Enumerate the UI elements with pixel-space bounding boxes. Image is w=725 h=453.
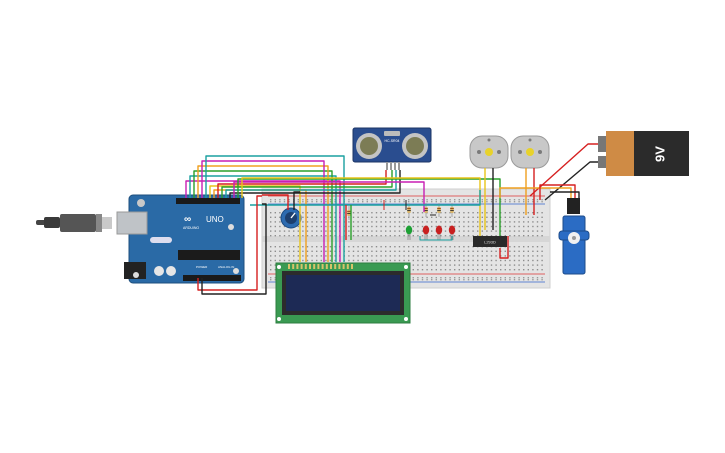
wire (201, 160, 325, 262)
motor-driver-ic[interactable]: L293D (473, 236, 507, 247)
arduino-maker: ARDUINO (183, 226, 199, 230)
dc-motor-icon[interactable] (510, 135, 550, 169)
breadboard-holes (270, 199, 543, 281)
wire (419, 236, 453, 241)
battery-label: 9V (652, 146, 667, 162)
wire (237, 178, 501, 236)
lcd-pin-header (288, 264, 353, 269)
lcd-display[interactable] (275, 262, 411, 324)
arduino-power-label: POWER (196, 265, 208, 269)
dc-motor-icon[interactable] (469, 135, 509, 169)
arduino-uno-board[interactable]: ∞ UNO ARDUINO POWER ANALOG IN (116, 194, 245, 284)
resistor-icon (347, 206, 351, 220)
resistor-group (347, 203, 454, 220)
usb-cable-icon (36, 214, 112, 232)
wire-group (185, 143, 598, 295)
potentiometer-icon[interactable] (280, 207, 302, 229)
arduino-infinity-logo: ∞ (184, 214, 191, 225)
led-icon (405, 225, 413, 240)
wire (550, 191, 580, 198)
wire (185, 180, 341, 262)
arduino-brand: UNO (206, 215, 224, 224)
sensor-label: HC-SR04 (385, 139, 400, 143)
wire (197, 195, 262, 291)
wire (197, 165, 329, 262)
wire (499, 236, 509, 259)
led-icon (422, 225, 430, 240)
wire (233, 181, 425, 212)
battery-9v[interactable]: 9V (598, 131, 689, 176)
wire (529, 143, 598, 197)
wire (262, 194, 289, 210)
wire (209, 185, 301, 262)
arduino-analog-label: ANALOG IN (218, 265, 234, 269)
led-group (405, 225, 456, 240)
servo-icon[interactable] (558, 198, 590, 275)
wire (499, 187, 572, 198)
resistor-icon (437, 203, 441, 217)
wire (241, 177, 481, 236)
wire (189, 175, 337, 262)
wire (217, 170, 387, 198)
wire (293, 191, 300, 210)
wire (193, 170, 333, 262)
led-icon (435, 225, 443, 240)
wire (250, 190, 481, 206)
wire (201, 203, 267, 295)
ultrasonic-sensor[interactable]: HC-SR04 (352, 127, 432, 170)
reset-button[interactable] (137, 199, 145, 207)
led-icon (448, 225, 456, 240)
ic-label: L293D (484, 240, 496, 245)
wire (225, 170, 397, 198)
wire (205, 155, 345, 262)
